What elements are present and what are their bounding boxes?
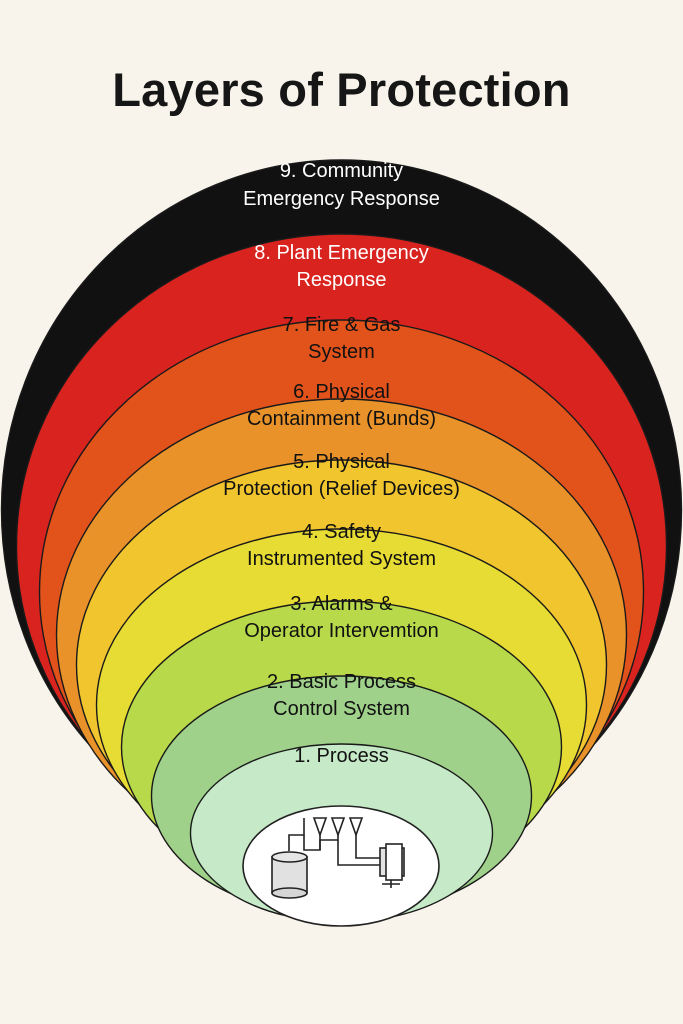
layer-3-label-line-1: 3. Alarms &: [290, 593, 393, 615]
layer-1-label-line-1: 1. Process: [294, 745, 388, 767]
layer-8-label-line-2: Response: [296, 269, 386, 291]
layer-5-label-line-2: Protection (Relief Devices): [223, 478, 460, 500]
layer-6-label-line-1: 6. Physical: [293, 381, 390, 403]
layer-8-label-line-1: 8. Plant Emergency: [254, 242, 429, 264]
page-title: Layers of Protection: [112, 63, 571, 116]
tank-icon: [271, 851, 308, 899]
layer-9-label-line-2: Emergency Response: [243, 188, 440, 210]
layer-7-label-line-2: System: [308, 341, 375, 363]
protection-layers: [0, 159, 683, 923]
relief-valve-icons: [312, 817, 364, 838]
layer-4-label-line-2: Instrumented System: [247, 548, 436, 570]
pump-icon: [379, 843, 405, 888]
layer-7-label-line-1: 7. Fire & Gas: [283, 314, 401, 336]
layer-6-label-line-2: Containment (Bunds): [247, 408, 436, 430]
layer-5-label-line-1: 5. Physical: [293, 451, 390, 473]
process-equipment-icon: [242, 805, 440, 927]
layer-4-label-line-1: 4. Safety: [302, 521, 381, 543]
layer-3-label-line-2: Operator Intervemtion: [244, 620, 439, 642]
layer-2-label-line-2: Control System: [273, 698, 410, 720]
layer-2-label-line-1: 2. Basic Process: [267, 671, 416, 693]
layer-9-label-line-1: 9. Community: [280, 160, 403, 182]
